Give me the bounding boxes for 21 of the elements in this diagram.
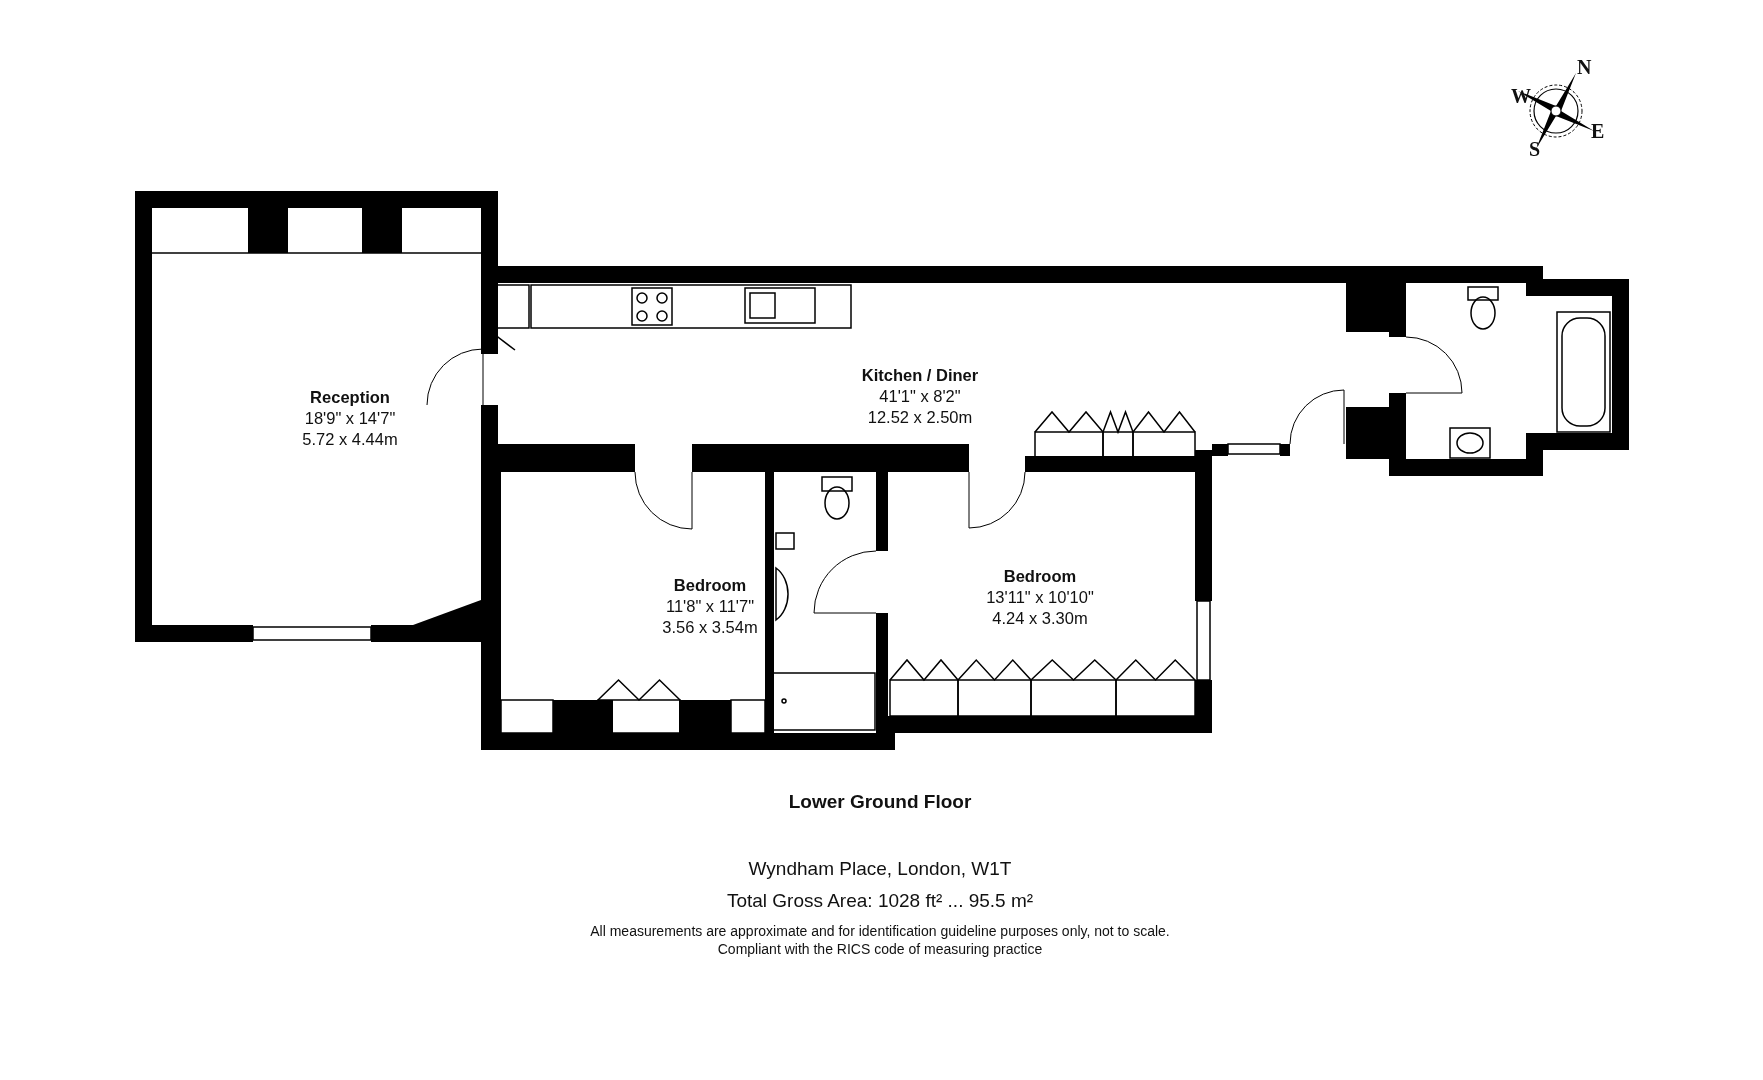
room-dimensions-metric: 4.24 x 3.30m	[991, 608, 1089, 629]
room-name: Kitchen / Diner	[861, 365, 979, 386]
room-name: Bedroom	[672, 575, 748, 596]
room-dimensions-metric: 5.72 x 4.44m	[302, 429, 398, 450]
gross-area: Total Gross Area: 1028 ft² ... 95.5 m²	[726, 890, 1034, 912]
compass-letter: S	[1529, 138, 1541, 161]
room-dimensions: 41'1" x 8'2"	[878, 386, 962, 407]
compass-letter: N	[1577, 56, 1592, 79]
compass-letter: E	[1591, 120, 1605, 143]
compliance-note: Compliant with the RICS code of measuring practice	[717, 941, 1043, 957]
room-dimensions: 13'11" x 10'10"	[986, 587, 1094, 608]
room-dimensions: 18'9" x 14'7"	[303, 408, 397, 429]
room-name: Reception	[309, 387, 391, 408]
compass-letter: W	[1511, 85, 1531, 108]
room-dimensions: 11'8" x 11'7"	[665, 596, 755, 617]
room-dimensions-metric: 12.52 x 2.50m	[866, 407, 974, 428]
room-dimensions-metric: 3.56 x 3.54m	[662, 617, 758, 638]
room-name: Bedroom	[1002, 566, 1078, 587]
address: Wyndham Place, London, W1T	[748, 858, 1012, 880]
disclaimer-note: All measurements are approximate and for identification guideline purposes only, not to scale.	[590, 923, 1170, 939]
floor-name: Lower Ground Floor	[788, 791, 972, 813]
